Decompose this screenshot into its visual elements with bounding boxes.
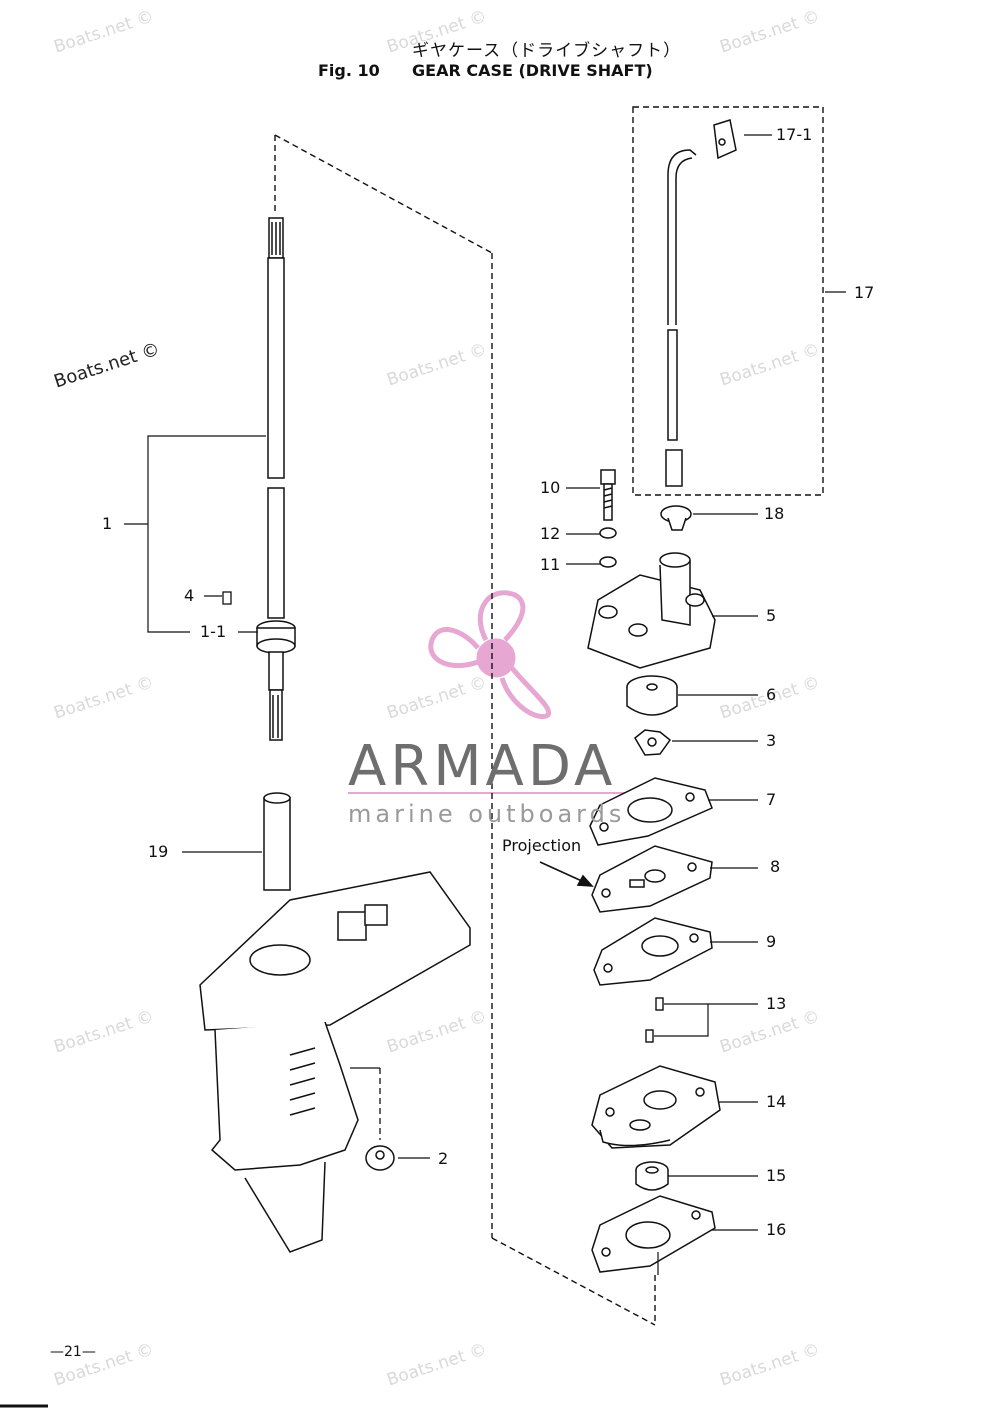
pin-part-4 [222,591,232,605]
callout-14: 14 [766,1092,787,1111]
callout-2: 2 [438,1149,449,1168]
drive-shaft [256,217,296,741]
callout-7: 7 [766,790,777,809]
plate-part-8 [591,845,713,913]
propeller-logo [428,590,552,719]
water-tube-grommet-part-2 [365,1145,395,1171]
gasket-part-9 [593,917,713,986]
callout-10: 10 [540,478,561,497]
leader-lines [124,134,846,1275]
page-number: —21— [50,1344,96,1360]
brand-tagline: marine outboards [348,800,626,828]
pump-case-lower-part-14 [591,1065,721,1149]
bushing-part-19 [263,792,291,891]
gasket-part-16 [591,1195,716,1273]
callout-18: 18 [764,504,785,523]
callout-9: 9 [766,932,777,951]
callout-5: 5 [766,606,777,625]
callout-13: 13 [766,994,787,1013]
water-tube-part-17 [665,149,697,487]
o-ring-part-13-a [655,997,664,1011]
callout-3: 3 [766,731,777,750]
brand-name: ARMADA [348,734,617,799]
figure-title: GEAR CASE (DRIVE SHAFT) [412,61,653,80]
bolt-part-10 [600,469,616,521]
callout-16: 16 [766,1220,787,1239]
o-ring-part-13-b [645,1029,654,1043]
callout-11: 11 [540,555,561,574]
grommet-part-17-1 [713,119,737,160]
oil-seal-part-15 [635,1161,669,1191]
washer-part-11 [599,556,617,568]
callout-1-1: 1-1 [200,622,227,641]
washer-part-12 [599,527,617,539]
insert-part-6 [626,675,678,716]
projection-arrow [539,861,594,887]
callout-12: 12 [540,524,561,543]
water-tube-group-box [632,106,824,496]
callout-17: 17 [854,283,875,302]
callout-6: 6 [766,685,777,704]
gear-case-housing [199,871,471,1253]
pump-case-part-5 [587,552,716,669]
callout-8: 8 [770,857,781,876]
callout-19: 19 [148,842,169,861]
seal-part-18 [660,505,692,531]
figure-title-japanese: ギヤケース（ドライブシャフト） [412,41,682,61]
projection-label: Projection [502,836,582,855]
callout-17-1: 17-1 [776,125,813,144]
impeller-part-3 [634,729,672,756]
callout-15: 15 [766,1166,787,1185]
figure-number: Fig. 10 [318,61,380,80]
callout-4: 4 [184,586,195,605]
assembly-frame-lines [274,134,656,1326]
gasket-part-7 [589,777,713,846]
callout-1: 1 [102,514,113,533]
